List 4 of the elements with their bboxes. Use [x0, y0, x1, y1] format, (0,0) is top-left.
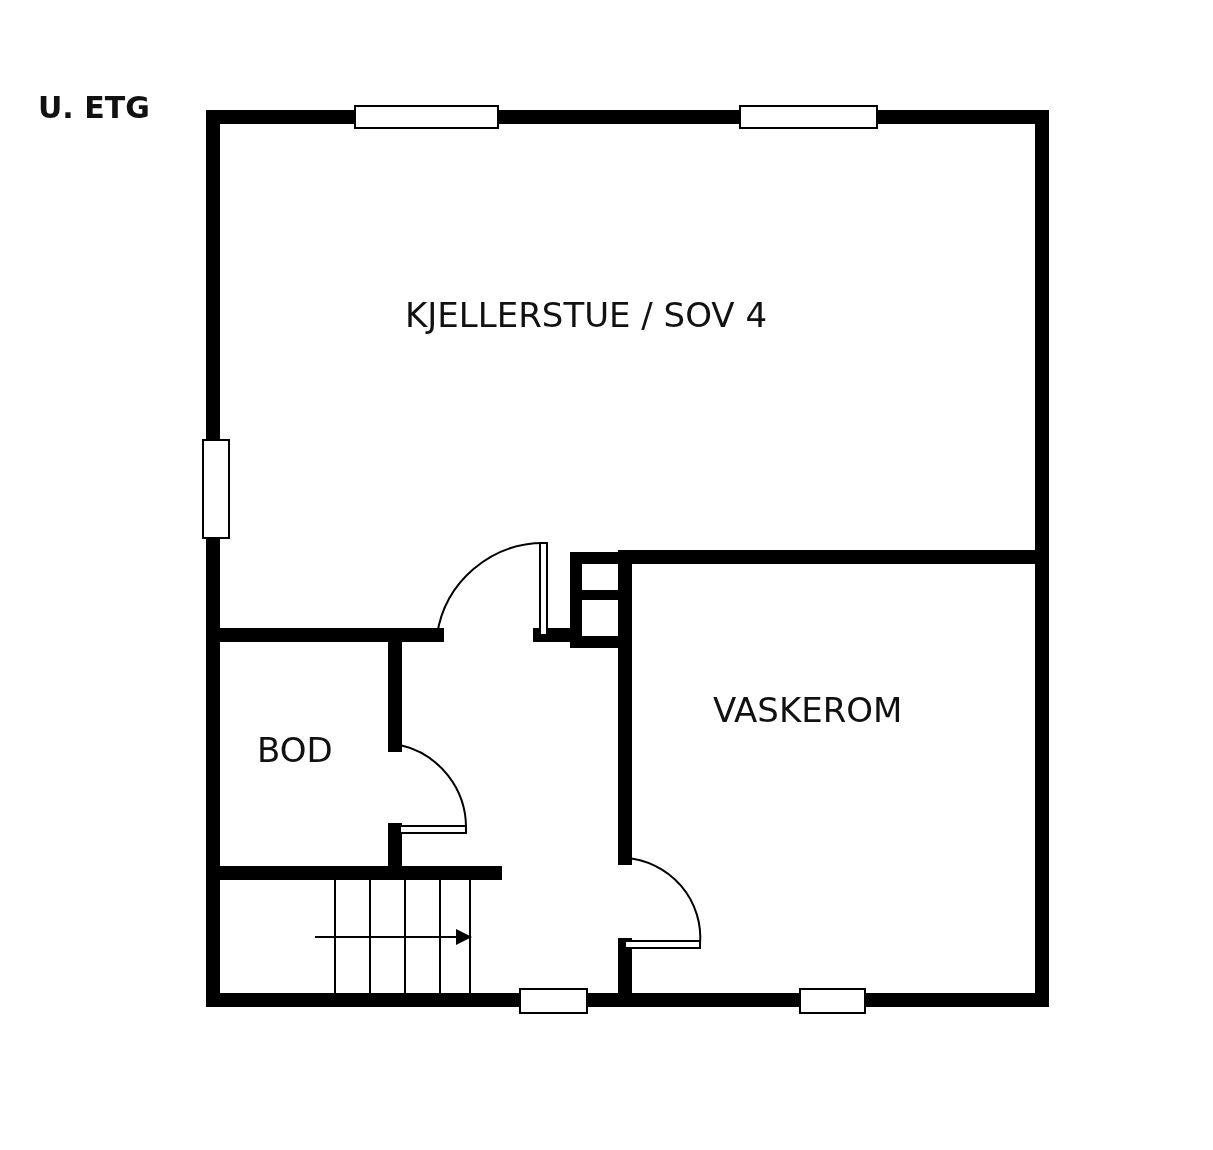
floor-title: U. ETG	[38, 89, 150, 127]
room-label: VASKEROM	[713, 690, 903, 730]
room-label: KJELLERSTUE / SOV 4	[405, 295, 768, 335]
room-label: BOD	[257, 730, 333, 770]
